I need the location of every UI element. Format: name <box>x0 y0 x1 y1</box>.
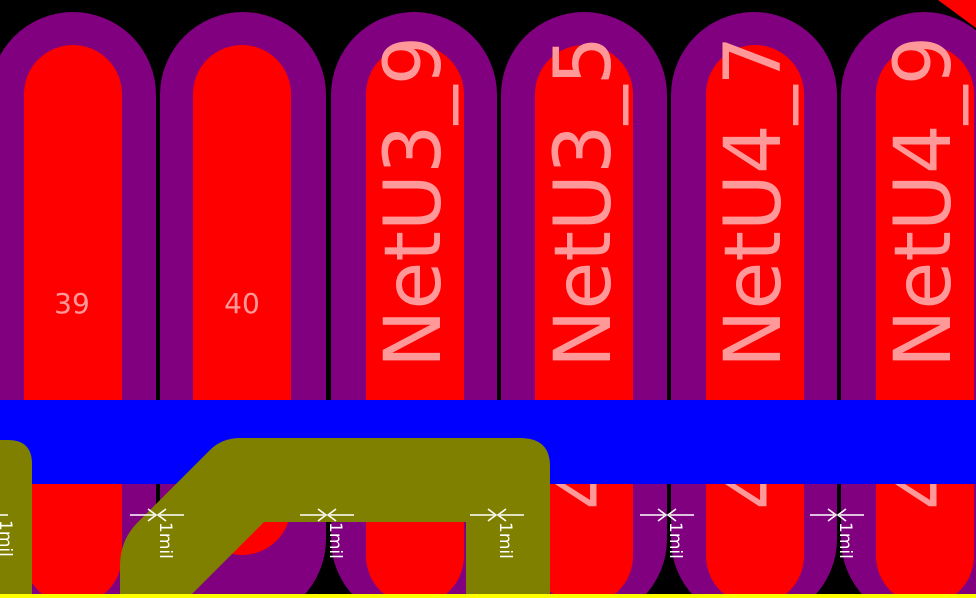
net-label-netu4-7: NetU4_7 <box>709 36 799 368</box>
track-main[interactable] <box>120 438 550 598</box>
corner-copper <box>938 0 976 28</box>
net-label-netu3-5: NetU3_5 <box>539 36 629 368</box>
pad-39[interactable] <box>24 45 122 598</box>
dim-label-6: 1mil <box>835 522 855 559</box>
dim-label-1: 1mil <box>0 520 15 557</box>
dim-label-2: 1mil <box>155 522 175 559</box>
board-edge <box>0 594 976 598</box>
dim-marker-6[interactable]: 1mil <box>810 508 864 559</box>
pad-number-40: 40 <box>224 287 260 320</box>
net-label-netu4-9: NetU4_9 <box>879 36 969 368</box>
dim-marker-4[interactable]: 1mil <box>470 508 524 559</box>
track-stub <box>466 522 550 598</box>
dim-label-5: 1mil <box>665 522 685 559</box>
dim-marker-3[interactable]: 1mil <box>300 508 354 559</box>
clearance-markers: 1mil 1mil 1mil 1mil 1mil <box>0 508 864 559</box>
dim-marker-1[interactable]: 1mil <box>0 514 15 557</box>
dim-label-3: 1mil <box>325 522 345 559</box>
dim-marker-5[interactable]: 1mil <box>640 508 694 559</box>
net-label-netu3-9: NetU3_9 <box>369 36 459 368</box>
dim-marker-2[interactable]: 1mil <box>130 508 184 559</box>
track-left[interactable] <box>0 440 32 598</box>
dim-label-4: 1mil <box>495 522 515 559</box>
pad-number-39: 39 <box>54 287 90 320</box>
